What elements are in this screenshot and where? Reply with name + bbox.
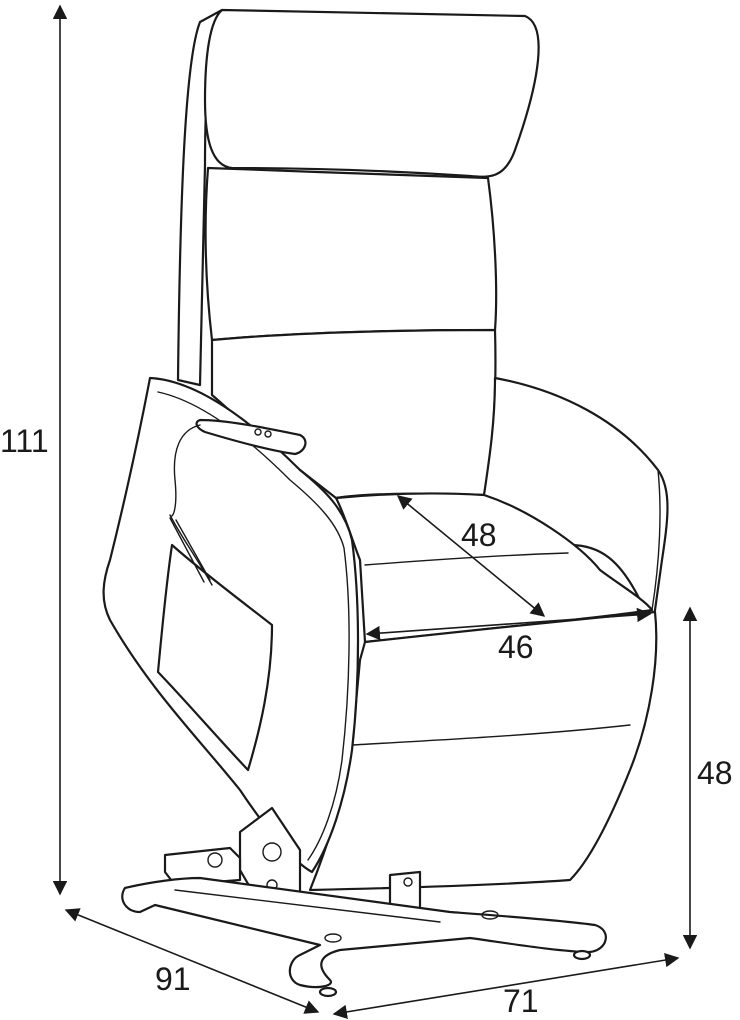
label-seat-width: 46 bbox=[498, 629, 534, 665]
seat-width-line bbox=[365, 607, 652, 641]
dimension-labels: 111 48 48 46 91 71 bbox=[0, 423, 733, 1019]
headrest-cushion bbox=[203, 8, 540, 178]
side-pocket bbox=[156, 543, 274, 772]
depth-line bbox=[64, 908, 320, 1014]
seat-front-panel bbox=[308, 610, 658, 892]
remote-cable bbox=[169, 424, 213, 586]
left-armrest-panel bbox=[102, 376, 360, 874]
lift-mechanism bbox=[163, 806, 422, 912]
base-frame bbox=[121, 876, 607, 998]
label-height-total: 111 bbox=[0, 423, 49, 459]
label-depth: 91 bbox=[155, 961, 191, 997]
seat-depth-line bbox=[396, 495, 546, 617]
backrest-upper-cushion bbox=[204, 166, 498, 342]
label-seat-height: 48 bbox=[697, 755, 733, 791]
dimension-lines bbox=[52, 4, 698, 1020]
label-width: 71 bbox=[503, 983, 539, 1019]
remote-control bbox=[195, 418, 307, 456]
width-line bbox=[332, 952, 680, 1020]
chair-illustration bbox=[102, 8, 669, 998]
label-seat-depth: 48 bbox=[461, 517, 497, 553]
